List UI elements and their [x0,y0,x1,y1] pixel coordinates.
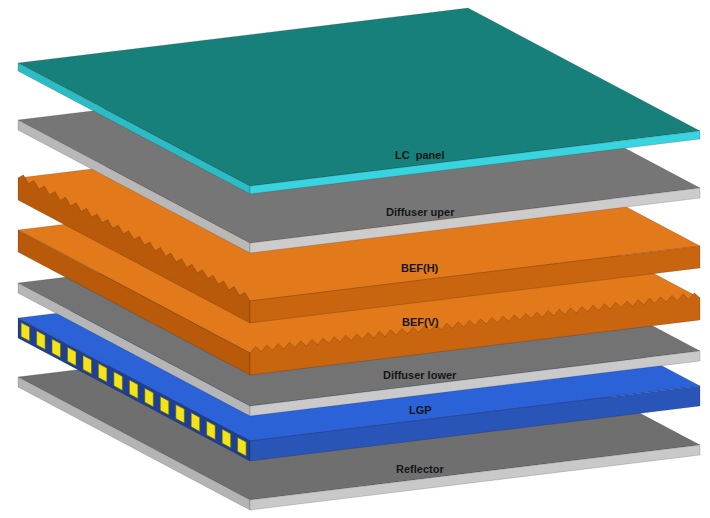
led-source [21,323,30,342]
led-source [114,372,123,391]
led-source [222,429,231,448]
lc-panel-layer-side [18,63,250,194]
led-source [129,380,138,399]
led-source [37,331,46,350]
led-source [238,437,247,456]
part-name: LC panel [395,149,445,162]
part-name: Diffuser uper [386,206,454,219]
upper-diffuser-layer-front [250,188,700,253]
part-name: BEF(V) [402,316,439,329]
part-name: Reflector [396,463,444,476]
led-source [191,413,200,432]
led-source [83,355,92,374]
led-source [207,421,216,440]
part-name: BEF(H) [401,262,438,275]
part-name: Diffuser lower [383,369,456,382]
led-source [160,396,169,415]
led-source [145,388,154,407]
part-name: LGP [409,404,432,417]
reflector-layer-front [250,445,700,510]
led-source [176,405,185,424]
bef-horizontal-layer-front [250,246,700,323]
lc-panel-layer-front [250,131,700,194]
led-source [52,339,61,358]
led-source [68,347,77,366]
led-source [98,364,107,383]
lc-panel-layer-top [18,8,700,186]
